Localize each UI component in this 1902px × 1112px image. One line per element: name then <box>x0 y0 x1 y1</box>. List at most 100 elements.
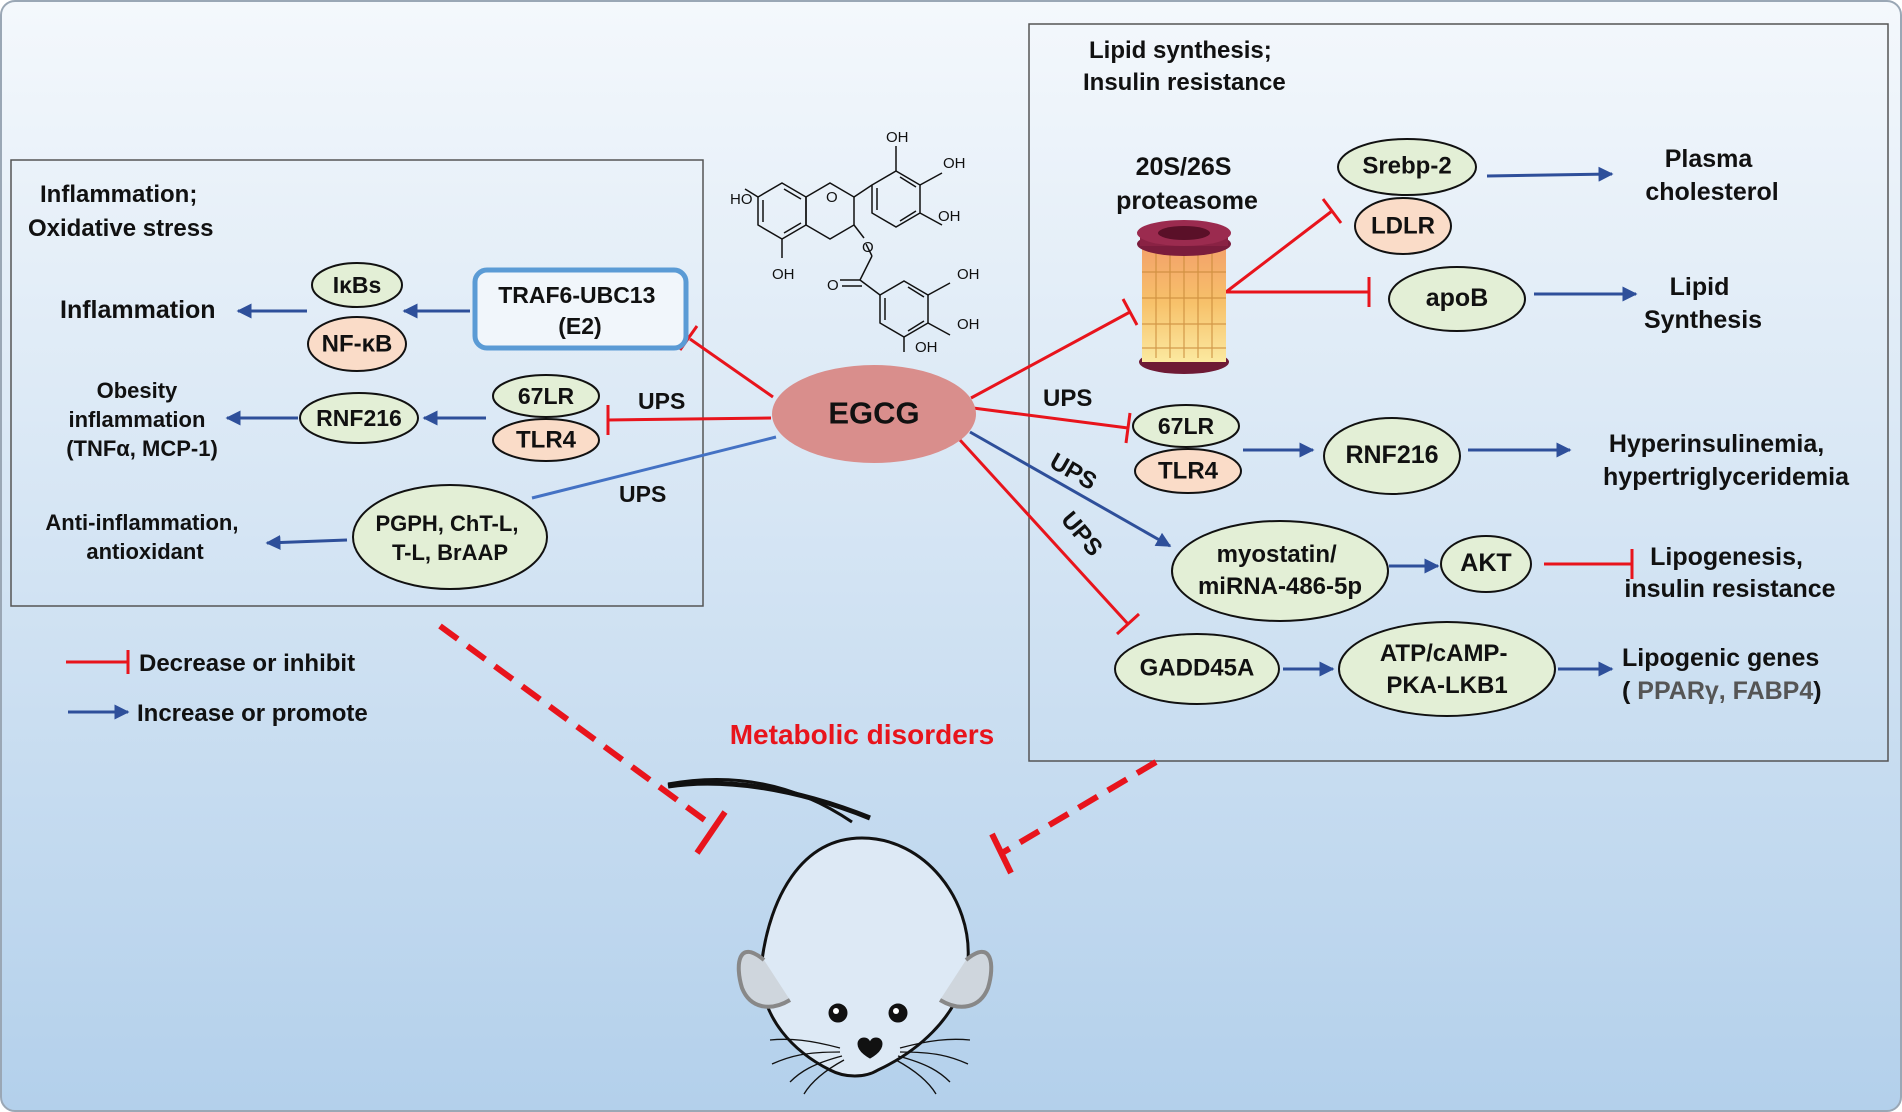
node-rnf216-left <box>299 392 419 444</box>
node-gadd45a-label: GADD45A <box>1140 655 1255 682</box>
inhibit-bar <box>1115 612 1141 636</box>
dashed-inhibit-left <box>438 623 712 827</box>
right-panel-title: Lipid synthesis; Insulin resistance <box>1083 37 1286 96</box>
promote-edge-pgph-anti <box>265 534 348 550</box>
mouse-head <box>759 836 970 1078</box>
inhibit-bar <box>1321 198 1343 224</box>
atom-label: HO <box>730 191 753 208</box>
outcome-inflammation: Inflammation <box>60 296 216 324</box>
proteasome-illustration <box>1137 220 1231 374</box>
node-myostatin-label: myostatin/ miRNA-486-5p <box>1198 541 1362 600</box>
mouse-whiskers <box>769 1038 971 1095</box>
mouse-ear-left <box>736 950 792 1009</box>
node-pgph-label: PGPH, ChT-L, T-L, BrAAP <box>375 511 524 565</box>
outcome-obesity-inflammation: Obesity inflammation (TNFα, MCP-1) <box>66 378 218 461</box>
inhibit-edge-egcg-proteasome <box>970 310 1131 400</box>
atom-label: OH <box>915 339 938 356</box>
node-traf6-ubc13-label: TRAF6-UBC13 (E2) <box>498 282 662 339</box>
node-atp-camp <box>1338 621 1556 717</box>
node-tlr4-left-label: TLR4 <box>516 427 577 454</box>
atom-label: O <box>827 277 839 294</box>
outcome-lipogenesis: Lipogenesis, insulin resistance <box>1624 543 1835 603</box>
ups-label-left-1: UPS <box>638 388 685 414</box>
legend-inhibit-label: Decrease or inhibit <box>139 650 355 677</box>
node-srebp2-label: Srebp-2 <box>1362 153 1451 180</box>
node-nfkb <box>307 316 407 372</box>
node-akt <box>1440 535 1532 593</box>
inhibit-bar <box>1124 412 1132 444</box>
node-pgph <box>352 484 548 590</box>
dashed-inhibit-bar-left <box>694 810 728 855</box>
legend: Decrease or inhibit Increase or promote <box>66 650 368 727</box>
node-atp-camp-label: ATP/cAMP- PKA-LKB1 <box>1380 640 1514 699</box>
node-67lr-right-label: 67LR <box>1158 413 1215 439</box>
node-ikbs <box>311 262 403 308</box>
dashed-inhibit-right <box>1000 759 1158 856</box>
node-akt-label: AKT <box>1460 549 1511 577</box>
right-panel-box <box>1028 23 1889 762</box>
node-tlr4-right-label: TLR4 <box>1158 458 1219 485</box>
atom-label: OH <box>957 316 980 333</box>
node-ldlr <box>1354 197 1452 255</box>
mouse-tail-2 <box>667 778 853 824</box>
inhibit-edge-egcg-traf6 <box>689 337 774 399</box>
node-apob-label: apoB <box>1426 284 1489 312</box>
mouse-tail <box>667 780 871 821</box>
atom-label: O <box>862 239 874 256</box>
mouse-eye-right-highlight <box>893 1008 899 1014</box>
node-67lr-left-label: 67LR <box>518 383 575 409</box>
node-srebp2 <box>1337 138 1477 196</box>
outcome-lipogenic-genes-list: ( PPARγ, FABP4) <box>1622 677 1822 705</box>
legend-promote-label: Increase or promote <box>137 700 368 727</box>
left-panel-title: Inflammation; Oxidative stress <box>28 181 213 242</box>
node-ldlr-label: LDLR <box>1371 213 1435 240</box>
atom-label: OH <box>886 129 909 146</box>
outcome-hyperinsulinemia: Hyperinsulinemia, hypertriglyceridemia <box>1603 430 1850 491</box>
atom-label: OH <box>772 266 795 283</box>
node-apob <box>1388 266 1526 332</box>
proteasome-label: 20S/26S proteasome <box>1116 153 1258 215</box>
inhibit-edge-proteasome-ldlr <box>1225 209 1333 294</box>
promote-edge-egcg-myostatin <box>969 430 1172 548</box>
outcome-plasma-cholesterol: Plasma cholesterol <box>1645 145 1778 206</box>
node-egcg-label: EGCG <box>828 396 919 431</box>
inhibit-edge-egcg-67lr-right <box>972 406 1129 430</box>
mouse-illustration <box>667 778 994 1095</box>
node-gadd45a <box>1114 633 1280 705</box>
ups-label-right-1: UPS <box>1043 385 1092 412</box>
node-rnf216-right <box>1323 417 1461 495</box>
node-egcg <box>772 365 976 463</box>
mouse-ear-right <box>938 950 994 1009</box>
left-panel-box <box>10 159 704 607</box>
node-67lr-left <box>492 374 600 418</box>
node-traf6-ubc13 <box>472 267 689 351</box>
atom-label: OH <box>957 266 980 283</box>
outcome-lipid-synthesis: Lipid Synthesis <box>1644 273 1762 334</box>
inhibit-edge-egcg-67lr <box>607 416 772 422</box>
dashed-inhibit-bar-right <box>989 832 1014 875</box>
node-rnf216-left-label: RNF216 <box>316 405 402 431</box>
ups-label-left-2: UPS <box>619 481 666 507</box>
egcg-chemical-structure <box>744 146 951 352</box>
metabolic-disorders-heading: Metabolic disorders <box>730 719 995 750</box>
atom-label: O <box>826 189 838 206</box>
inhibit-edge-egcg-gadd45a <box>958 438 1130 626</box>
atom-label: OH <box>943 155 966 172</box>
mouse-eye-left-highlight <box>833 1008 839 1014</box>
atom-label: OH <box>938 208 961 225</box>
node-tlr4-left <box>492 418 600 462</box>
edge-egcg-pgph <box>531 435 777 500</box>
outcome-lipogenic-genes: Lipogenic genes <box>1622 644 1819 672</box>
inhibit-bar <box>1121 298 1139 326</box>
promote-edge-srebp2-plasma <box>1486 166 1614 182</box>
egcg-atom-labels: HO OH OH OH OH OH OH OH O O O <box>730 129 980 356</box>
mouse-nose <box>857 1037 883 1059</box>
outcome-anti-inflammation: Anti-inflammation, antioxidant <box>45 510 244 564</box>
node-nfkb-label: NF-κB <box>322 331 393 358</box>
node-ikbs-label: IκBs <box>333 272 382 298</box>
node-tlr4-right <box>1134 448 1242 494</box>
node-myostatin <box>1171 520 1389 622</box>
node-67lr-right <box>1132 404 1240 448</box>
